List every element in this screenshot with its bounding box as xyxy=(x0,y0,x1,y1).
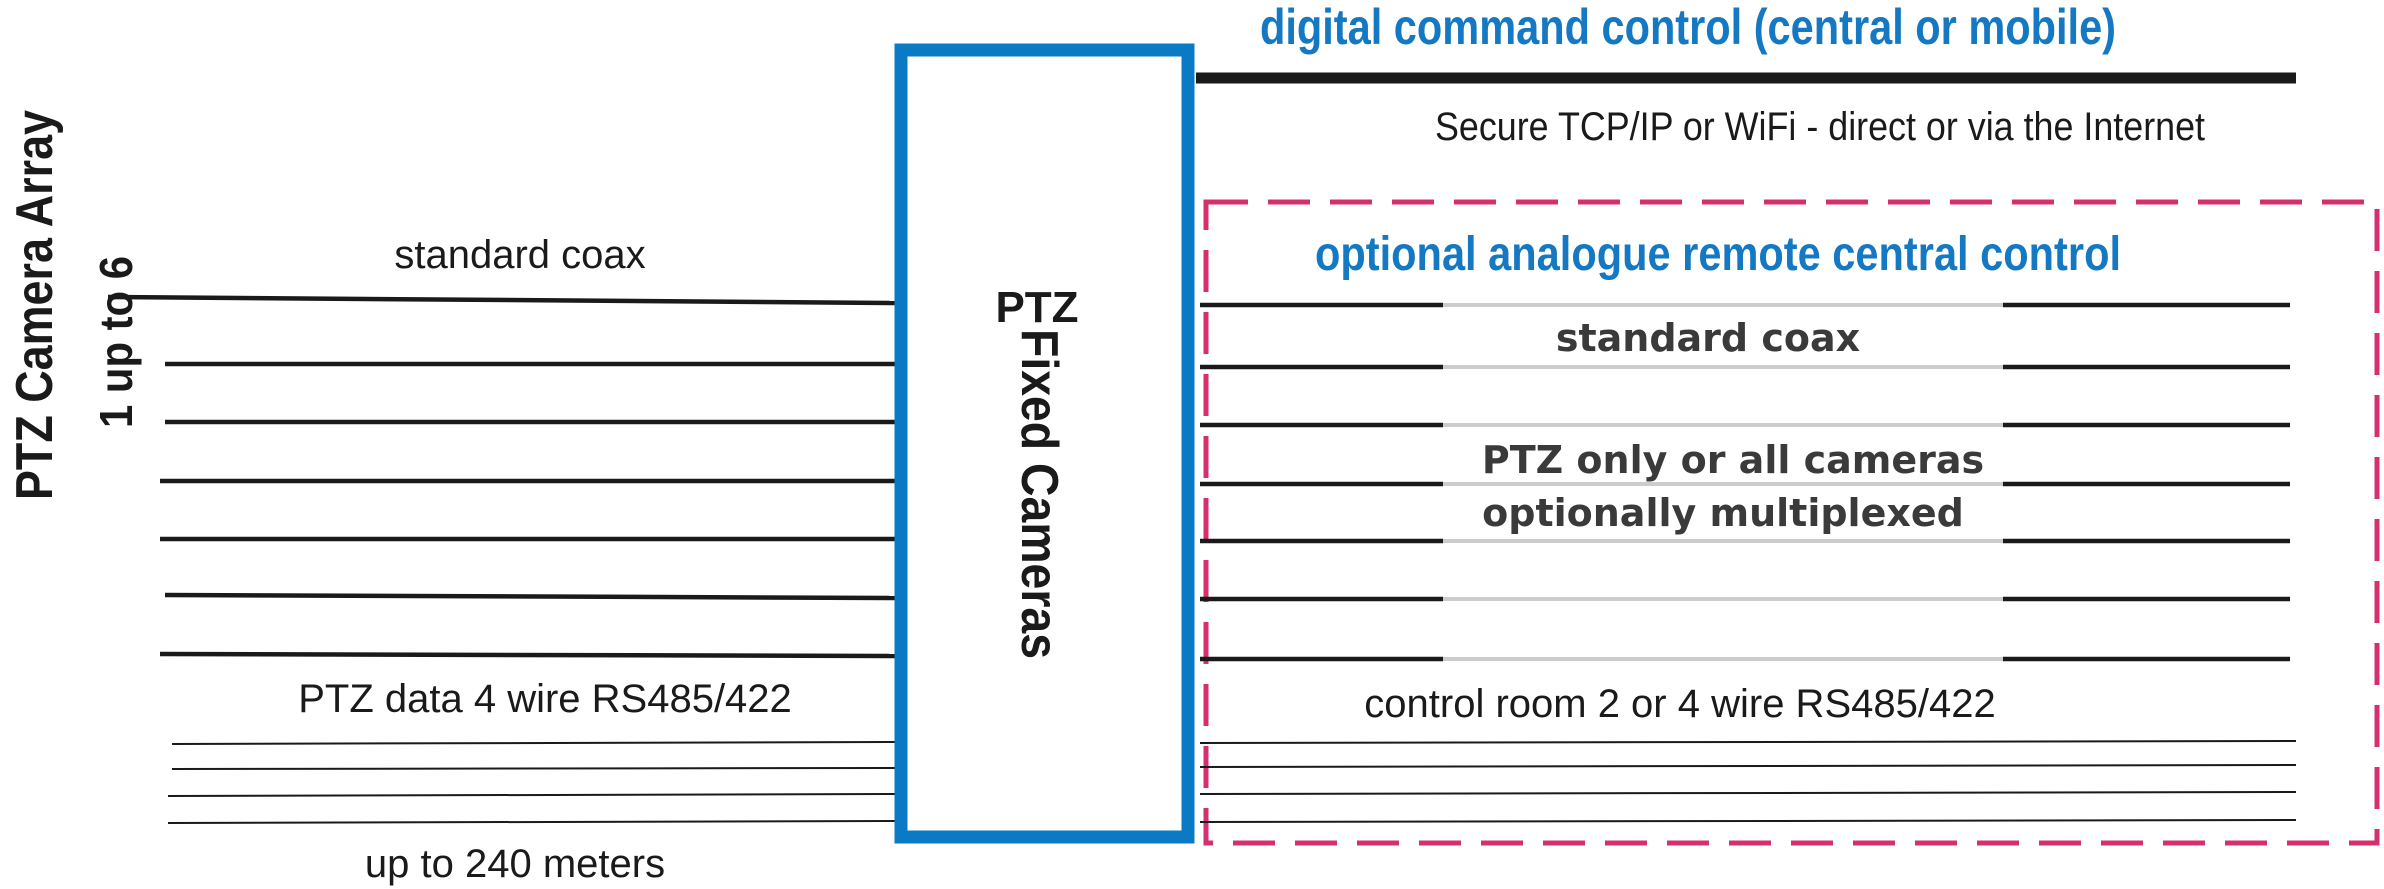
controller-box xyxy=(894,43,1195,844)
center-controller: PTZ Fixed Cameras xyxy=(894,43,1195,844)
optional-analogue-region xyxy=(1203,199,2380,846)
ptz-label: PTZ xyxy=(995,283,1078,332)
ptz-data-label: PTZ data 4 wire RS485/422 xyxy=(298,677,792,721)
data-wire xyxy=(167,820,896,824)
multiplex-label-line1: PTZ only or all cameras xyxy=(1482,438,1984,482)
data-wire xyxy=(1199,791,2297,795)
distance-label: up to 240 meters xyxy=(365,842,665,886)
data-wire xyxy=(1199,740,2297,744)
analogue-control-title: optional analogue remote central control xyxy=(1315,228,2121,281)
coax-line xyxy=(107,294,896,306)
network-label: Secure TCP/IP or WiFi - direct or via th… xyxy=(1435,105,2205,149)
coax-line xyxy=(159,651,896,659)
multiplex-label-line2: optionally multiplexed xyxy=(1482,491,1964,535)
fixed-cameras-label: Fixed Cameras xyxy=(1010,329,1068,659)
data-wire xyxy=(171,767,896,770)
data-wire xyxy=(1199,819,2297,823)
control-room-label: control room 2 or 4 wire RS485/422 xyxy=(1364,682,1995,726)
right-coax-lines xyxy=(1200,302,2290,662)
digital-control-title: digital command control (central or mobi… xyxy=(1260,0,2116,55)
coax-line xyxy=(164,592,896,601)
left-data-wires xyxy=(167,741,896,824)
left-camera-section: PTZ Camera Array 1 up to 6 standard coax… xyxy=(6,110,896,886)
right-control-section: digital command control (central or mobi… xyxy=(1196,0,2380,846)
data-wire xyxy=(1199,764,2297,768)
data-wire xyxy=(171,741,896,745)
right-coax-label: standard coax xyxy=(1556,316,1860,360)
camera-array-label: PTZ Camera Array xyxy=(6,110,64,500)
data-wire xyxy=(167,793,896,797)
camera-count-label: 1 up to 6 xyxy=(90,256,142,428)
left-coax-label: standard coax xyxy=(394,233,645,277)
right-data-wires xyxy=(1199,740,2297,823)
left-coax-lines xyxy=(107,294,896,659)
